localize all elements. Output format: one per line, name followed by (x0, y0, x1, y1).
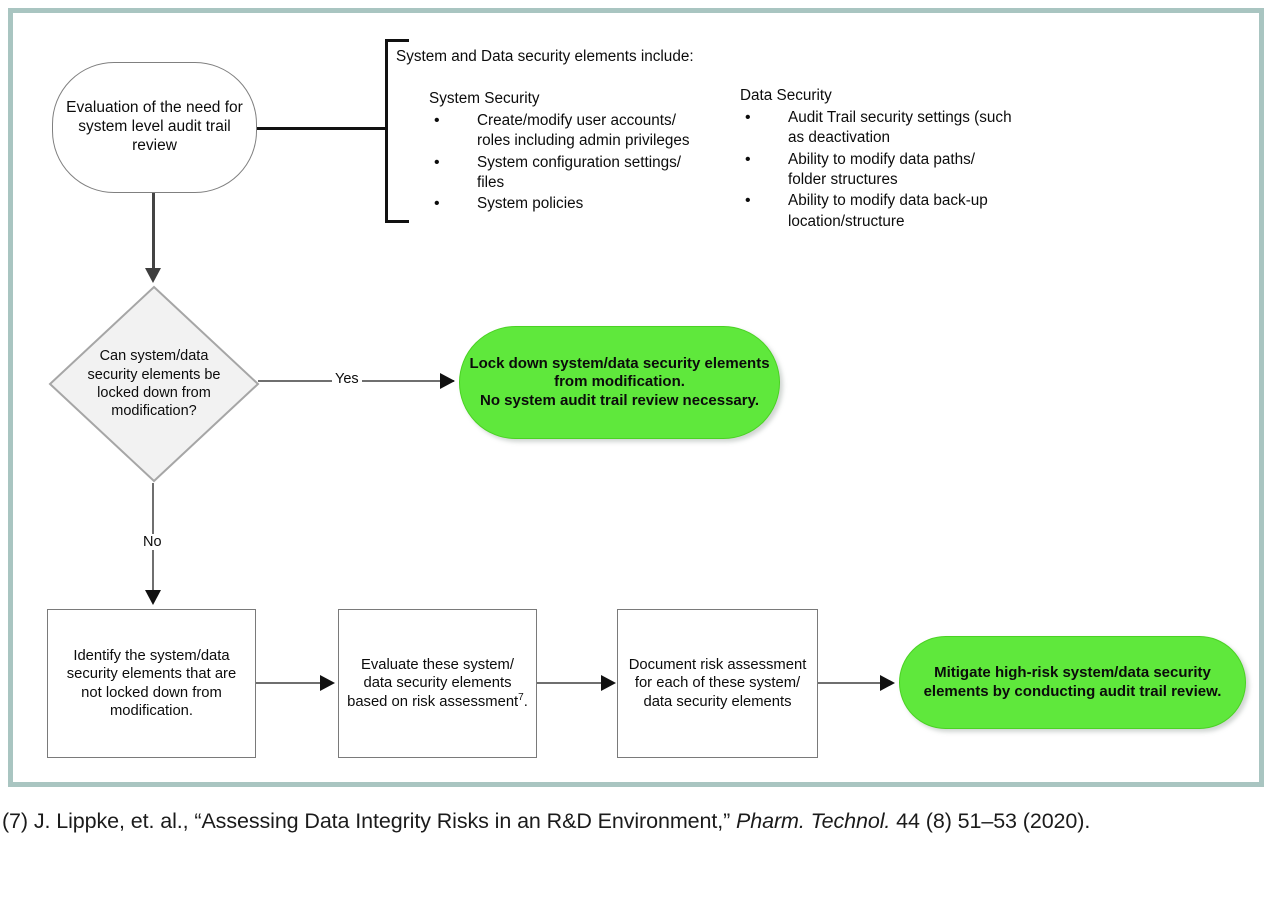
caption-prefix: (7) J. Lippke, et. al., “Assessing Data … (2, 809, 737, 833)
connector-evaluate-to-document (537, 682, 605, 684)
callout-bullet-list: Audit Trail security settings (such as d… (740, 107, 1040, 232)
node-mitigate[interactable]: Mitigate high-risk system/data security … (899, 636, 1246, 729)
callout-heading: System and Data security elements includ… (396, 48, 694, 65)
arrowhead-document-to-mitigate (880, 675, 895, 691)
callout-bullet: Create/modify user accounts/ roles inclu… (429, 110, 719, 152)
diamond-shape-icon (48, 285, 260, 483)
node-start[interactable]: Evaluation of the need for system level … (52, 62, 257, 193)
node-decision-label: Can system/data security elements be loc… (87, 348, 221, 420)
caption-suffix: 44 (8) 51–53 (2020). (890, 809, 1091, 833)
bracket-vertical (385, 39, 388, 223)
arrowhead-no (145, 590, 161, 605)
node-document-label: Document risk assessment for each of the… (628, 657, 807, 710)
node-lock-down[interactable]: Lock down system/data security elements … (459, 326, 780, 439)
bracket-bottom-stub (385, 220, 409, 223)
edge-label-no: No (140, 534, 165, 550)
node-evaluate-label-tail: . (523, 693, 528, 710)
callout-column-title: Data Security (740, 87, 832, 104)
callout-bullet-list: Create/modify user accounts/ roles inclu… (429, 110, 719, 215)
arrowhead-evaluate-to-document (601, 675, 616, 691)
node-document[interactable]: Document risk assessment for each of the… (617, 609, 818, 758)
node-evaluate-superscript: 7 (518, 692, 524, 704)
node-evaluate[interactable]: Evaluate these system/ data security ele… (338, 609, 537, 758)
callout-bullet: Ability to modify data back-up location/… (740, 190, 1040, 232)
node-identify-label: Identify the system/data security elemen… (66, 648, 237, 719)
arrowhead-start-to-decision (145, 268, 161, 283)
callout-column-system-security: System Security Create/modify user accou… (429, 90, 719, 216)
node-lock-down-label: Lock down system/data security elements … (469, 355, 770, 409)
callout-bullet: System policies (429, 193, 719, 215)
connector-document-to-mitigate (818, 682, 884, 684)
node-evaluate-label-main: Evaluate these system/ data security ele… (347, 656, 519, 710)
node-evaluate-label: Evaluate these system/ data security ele… (347, 656, 528, 711)
callout-bullet: Audit Trail security settings (such as d… (740, 107, 1040, 149)
callout-column-data-security: Data Security Audit Trail security setti… (740, 87, 1040, 233)
caption-italic-journal: Pharm. Technol. (736, 809, 891, 833)
node-decision[interactable]: Can system/data security elements be loc… (48, 285, 260, 483)
arrowhead-yes (440, 373, 455, 389)
arrowhead-identify-to-evaluate (320, 675, 335, 691)
connector-start-to-callout (257, 127, 388, 130)
connector-identify-to-evaluate (256, 682, 324, 684)
bracket-top-stub (385, 39, 409, 42)
node-start-label: Evaluation of the need for system level … (66, 99, 243, 154)
callout-bullet: Ability to modify data paths/ folder str… (740, 149, 1040, 191)
node-identify[interactable]: Identify the system/data security elemen… (47, 609, 256, 758)
callout-bullet: System configuration settings/ files (429, 152, 719, 194)
callout-column-title: System Security (429, 90, 540, 107)
connector-start-to-decision (152, 193, 155, 270)
figure-caption: (7) J. Lippke, et. al., “Assessing Data … (2, 806, 1276, 837)
node-mitigate-label: Mitigate high-risk system/data security … (923, 664, 1222, 700)
edge-label-yes: Yes (332, 371, 362, 387)
